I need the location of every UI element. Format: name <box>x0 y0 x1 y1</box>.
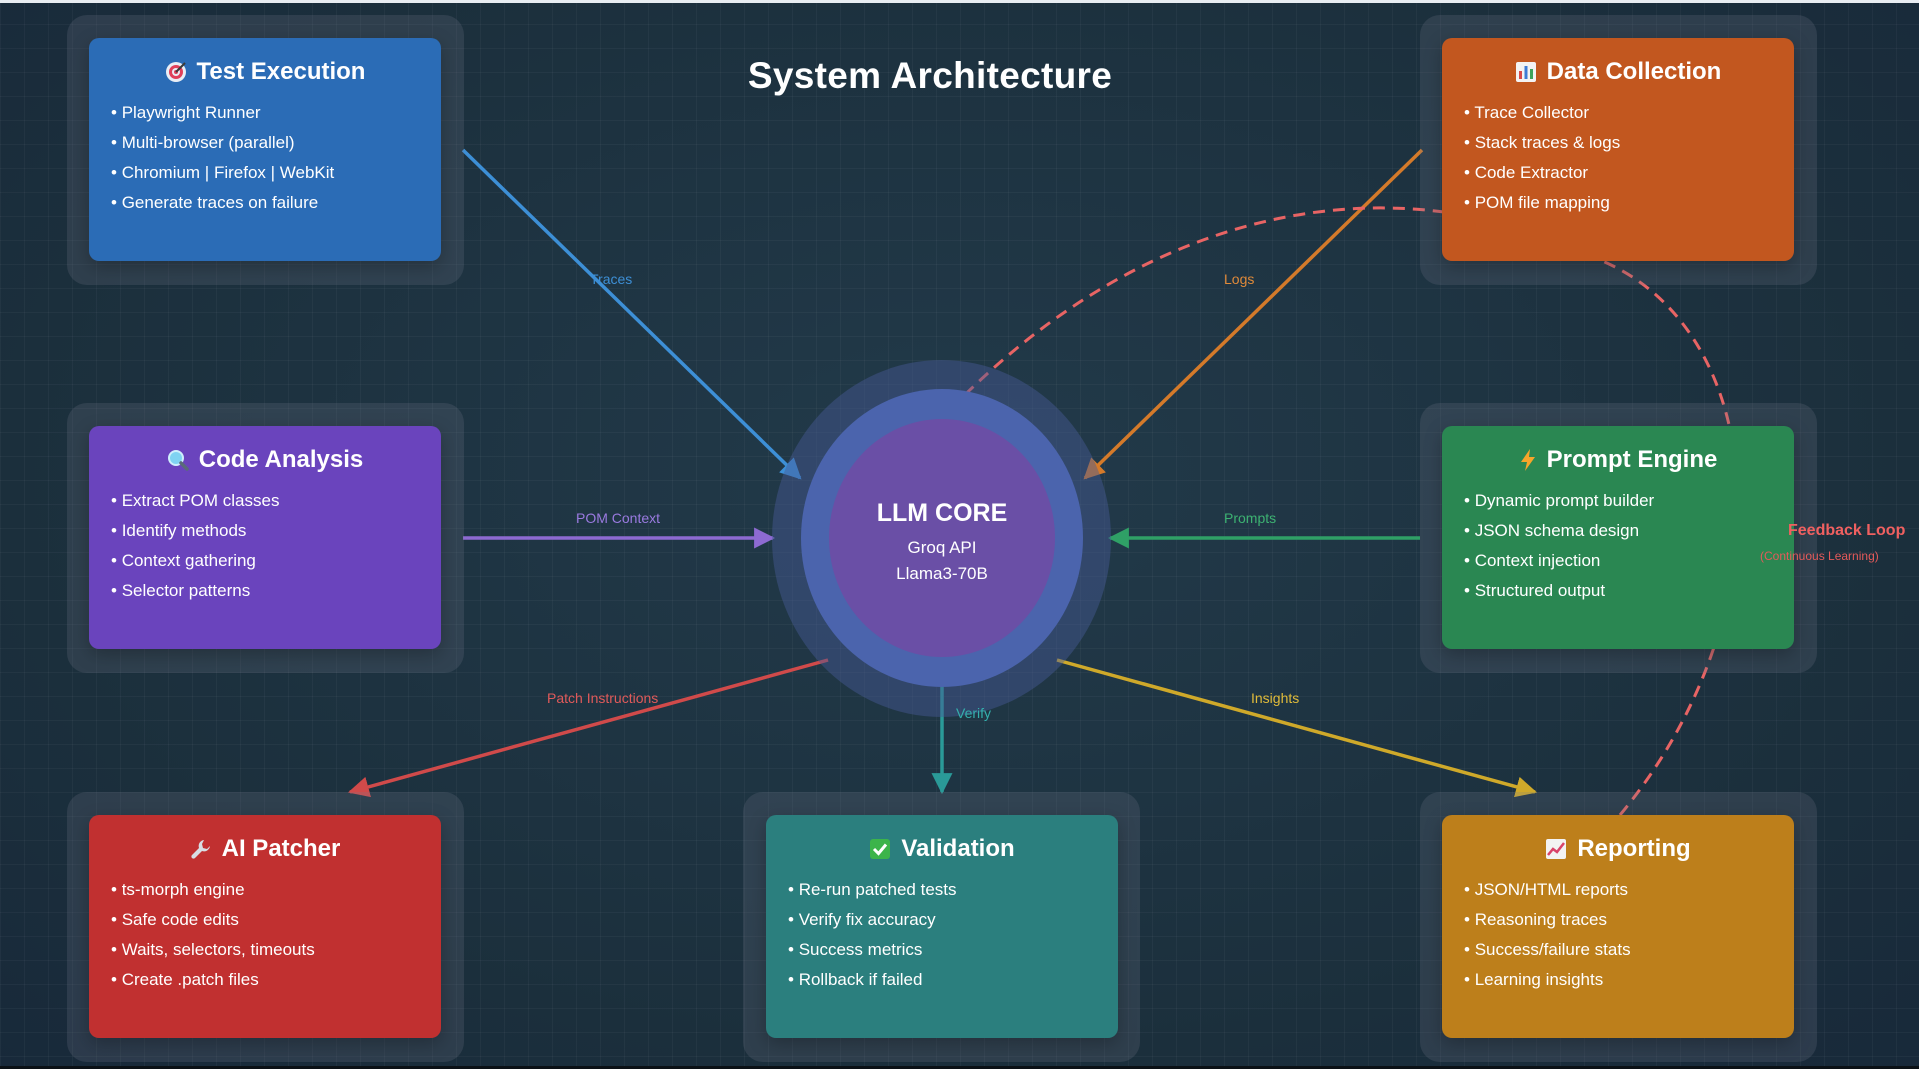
card-title: Prompt Engine <box>1546 446 1718 473</box>
prompt-engine-card: Prompt Engine Dynamic prompt builder JSO… <box>1442 426 1794 649</box>
card-item: Selector patterns <box>111 576 419 606</box>
data-collection-card: Data Collection Trace Collector Stack tr… <box>1442 38 1794 261</box>
card-item: Waits, selectors, timeouts <box>111 935 419 965</box>
card-title: Code Analysis <box>198 446 364 473</box>
card-title: Reporting <box>1577 835 1691 862</box>
card-item: Code Extractor <box>1464 158 1772 188</box>
card-item: Structured output <box>1464 576 1772 606</box>
diagram-title: System Architecture <box>747 55 1113 96</box>
feedback-loop-sublabel: (Continuous Learning) <box>1760 549 1879 563</box>
card-item: JSON schema design <box>1464 516 1772 546</box>
ai-patcher-card: AI Patcher ts-morph engine Safe code edi… <box>89 815 441 1038</box>
llm-core-model: Llama3-70B <box>896 564 988 583</box>
validation-card: Validation Re-run patched tests Verify f… <box>766 815 1118 1038</box>
card-item: Chromium | Firefox | WebKit <box>111 158 419 188</box>
llm-core-title: LLM CORE <box>876 499 1008 527</box>
card-item: Success metrics <box>788 935 1096 965</box>
code-analysis-card: Code Analysis Extract POM classes Identi… <box>89 426 441 649</box>
bar-chart-icon <box>1515 61 1537 83</box>
card-item: Rollback if failed <box>788 965 1096 995</box>
card-title: Data Collection <box>1546 58 1722 85</box>
target-icon <box>165 61 187 83</box>
card-item: Success/failure stats <box>1464 935 1772 965</box>
edge-label-pom-context: POM Context <box>576 510 661 526</box>
llm-core-provider: Groq API <box>907 538 977 557</box>
card-item: Stack traces & logs <box>1464 128 1772 158</box>
card-item: Create .patch files <box>111 965 419 995</box>
card-item: ts-morph engine <box>111 875 419 905</box>
card-item: Extract POM classes <box>111 486 419 516</box>
reporting-card: Reporting JSON/HTML reports Reasoning tr… <box>1442 815 1794 1038</box>
magnifier-icon <box>167 449 189 471</box>
edge-label-insights: Insights <box>1251 690 1300 706</box>
check-icon <box>869 838 891 860</box>
lightning-icon <box>1519 448 1537 472</box>
card-item: Playwright Runner <box>111 98 419 128</box>
wrench-icon <box>190 838 212 860</box>
edge-label-logs: Logs <box>1224 271 1255 287</box>
card-item: Context gathering <box>111 546 419 576</box>
card-item: Multi-browser (parallel) <box>111 128 419 158</box>
edge-logs <box>1083 148 1424 480</box>
test-execution-card: Test Execution Playwright Runner Multi-b… <box>89 38 441 261</box>
card-item: Generate traces on failure <box>111 188 419 218</box>
edge-traces <box>461 148 802 480</box>
card-item: Reasoning traces <box>1464 905 1772 935</box>
card-item: Re-run patched tests <box>788 875 1096 905</box>
card-item: Safe code edits <box>111 905 419 935</box>
edge-label-traces: Traces <box>590 271 633 287</box>
llm-core-node: LLM CORE Groq API Llama3-70B <box>829 419 1055 657</box>
edge-label-patch-instructions: Patch Instructions <box>547 690 659 706</box>
card-item: Learning insights <box>1464 965 1772 995</box>
edge-insights <box>1056 658 1538 798</box>
card-item: Verify fix accuracy <box>788 905 1096 935</box>
card-title: AI Patcher <box>221 835 341 862</box>
trend-chart-icon <box>1545 838 1567 860</box>
feedback-loop-label: Feedback Loop <box>1788 522 1906 539</box>
card-item: Context injection <box>1464 546 1772 576</box>
card-item: JSON/HTML reports <box>1464 875 1772 905</box>
card-title: Validation <box>901 835 1015 862</box>
card-item: Dynamic prompt builder <box>1464 486 1772 516</box>
card-item: POM file mapping <box>1464 188 1772 218</box>
card-item: Identify methods <box>111 516 419 546</box>
card-title: Test Execution <box>196 58 366 85</box>
edge-label-prompts: Prompts <box>1224 510 1277 526</box>
edge-label-verify: Verify <box>956 705 992 721</box>
edge-patch-instructions <box>347 658 829 798</box>
card-item: Trace Collector <box>1464 98 1772 128</box>
